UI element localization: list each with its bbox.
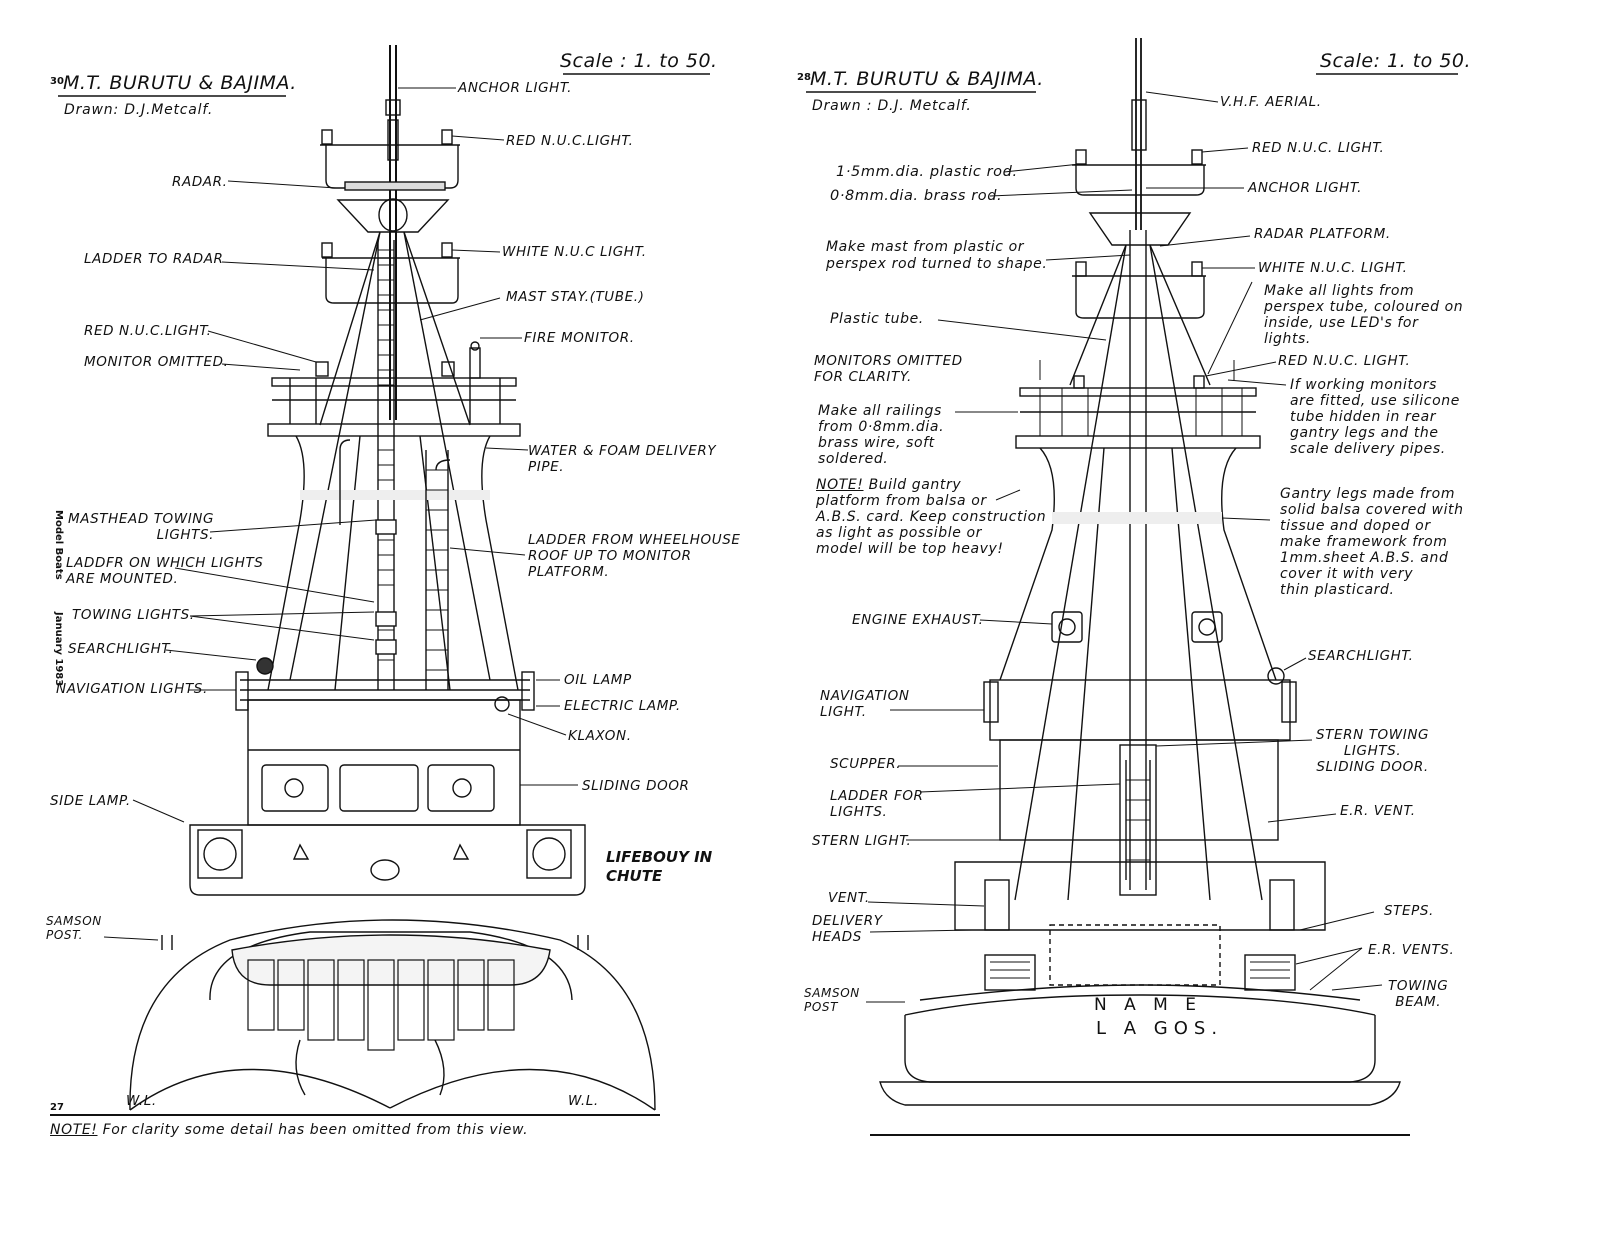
label-er-vents: E.R. VENTS. [1368,942,1455,958]
label-towing-lights: TOWING LIGHTS. [72,607,195,623]
label-er-vent: E.R. VENT. [1340,803,1416,819]
page-number-top-left: 30 [50,76,64,87]
left-drawn-by: Drawn: D.J.Metcalf. [64,102,214,118]
left-note-prefix: NOTE! [50,1122,98,1138]
label-red-nuc-low-right: RED N.U.C. LIGHT. [1278,353,1411,369]
right-scale: Scale: 1. to 50. [1320,50,1472,72]
label-radar: RADAR. [172,174,228,190]
label-stern-towing: STERN TOWING LIGHTS. SLIDING DOOR. [1316,727,1430,775]
page-number-top-right: 28 [797,72,811,83]
lifebouy-label: LIFEBOUY IN CHUTE [606,848,713,885]
stern-view-drawing [806,38,1458,1136]
label-ladder-lights: LADDFR ON WHICH LIGHTS ARE MOUNTED. [66,555,264,587]
label-mast-stay: MAST STAY.(TUBE.) [506,289,645,305]
label-towing-beam: TOWING BEAM. [1388,978,1449,1010]
label-monitor-omitted: MONITOR OMITTED. [84,354,229,370]
label-red-nuc-low: RED N.U.C.LIGHT. [84,323,212,339]
label-make-lights: Make all lights from perspex tube, colou… [1264,283,1464,347]
label-anchor-light-right: ANCHOR LIGHT. [1248,180,1363,196]
label-ladder-wheelhouse: LADDER FROM WHEELHOUSE ROOF UP TO MONITO… [528,532,741,580]
label-navigation-light: NAVIGATION LIGHT. [820,688,910,720]
label-navigation-lights: NAVIGATION LIGHTS. [56,681,208,697]
side-text-date: January 1983 [53,612,64,687]
left-title: M.T. BURUTU & BAJIMA. [63,72,297,94]
label-plastic-rod: 1·5mm.dia. plastic rod. [836,164,1018,180]
label-monitors-omitted: MONITORS OMITTED FOR CLARITY. [814,353,963,385]
waterline-left: W.L. [126,1093,157,1109]
label-vent: VENT. [828,890,870,906]
label-side-lamp: SIDE LAMP. [50,793,131,809]
label-delivery-heads: DELIVERY HEADS [812,913,883,945]
label-masthead-towing: MASTHEAD TOWING LIGHTS. [68,511,215,543]
label-gantry-note: NOTE! Build gantry platform from balsa o… [816,477,1046,557]
label-engine-exhaust: ENGINE EXHAUST. [852,612,984,628]
right-drawn-by: Drawn : D.J. Metcalf. [812,98,972,114]
label-samson-post-left: SAMSON POST. [46,914,102,942]
label-white-nuc: WHITE N.U.C LIGHT. [502,244,647,260]
label-searchlight-right: SEARCHLIGHT. [1308,648,1414,664]
left-note: NOTE! For clarity some detail has been o… [50,1122,528,1138]
label-steps: STEPS. [1384,903,1434,919]
label-vhf-aerial: V.H.F. AERIAL. [1220,94,1322,110]
label-gantry-note-body: Build gantry platform from balsa or A.B.… [816,477,1047,557]
label-make-railings: Make all railings from 0·8mm.dia. brass … [818,403,945,467]
label-water-foam: WATER & FOAM DELIVERY PIPE. [528,443,717,475]
bow-view-drawing [50,45,710,1116]
label-stern-light: STERN LIGHT. [812,833,912,849]
label-searchlight: SEARCHLIGHT. [68,641,174,657]
label-white-nuc-right: WHITE N.U.C. LIGHT. [1258,260,1408,276]
left-note-text: For clarity some detail has been omitted… [102,1122,529,1138]
label-red-nuc-top-right: RED N.U.C. LIGHT. [1252,140,1385,156]
label-plastic-tube: Plastic tube. [830,311,924,327]
label-electric-lamp: ELECTRIC LAMP. [564,698,681,714]
waterline-right: W.L. [568,1093,599,1109]
stern-name: N A M E [1094,995,1202,1015]
label-ladder-to-radar: LADDER TO RADAR [84,251,224,267]
label-samson-post-right: SAMSON POST [804,986,860,1014]
label-scupper: SCUPPER. [830,756,902,772]
label-make-mast: Make mast from plastic or perspex rod tu… [826,239,1048,272]
label-fire-monitor: FIRE MONITOR. [524,330,635,346]
label-oil-lamp: OIL LAMP [564,672,632,688]
label-radar-platform: RADAR PLATFORM. [1254,226,1391,242]
page-number-bottom-left: 27 [50,1102,64,1113]
label-working-monitors: If working monitors are fitted, use sili… [1290,377,1460,457]
label-ladder-for-lights: LADDER FOR LIGHTS. [830,788,924,820]
label-anchor-light: ANCHOR LIGHT. [458,80,573,96]
stern-port: L A GOS. [1096,1018,1224,1039]
label-gantry-note-prefix: NOTE! [816,477,864,493]
label-klaxon: KLAXON. [568,728,632,744]
right-title: M.T. BURUTU & BAJIMA. [810,68,1044,90]
label-brass-rod: 0·8mm.dia. brass rod. [830,188,1003,204]
label-sliding-door: SLIDING DOOR [582,778,690,794]
left-scale: Scale : 1. to 50. [560,50,718,72]
label-red-nuc-top: RED N.U.C.LIGHT. [506,133,634,149]
side-text-magazine: Model Boats [53,510,64,580]
label-gantry-legs: Gantry legs made from solid balsa covere… [1280,486,1464,598]
